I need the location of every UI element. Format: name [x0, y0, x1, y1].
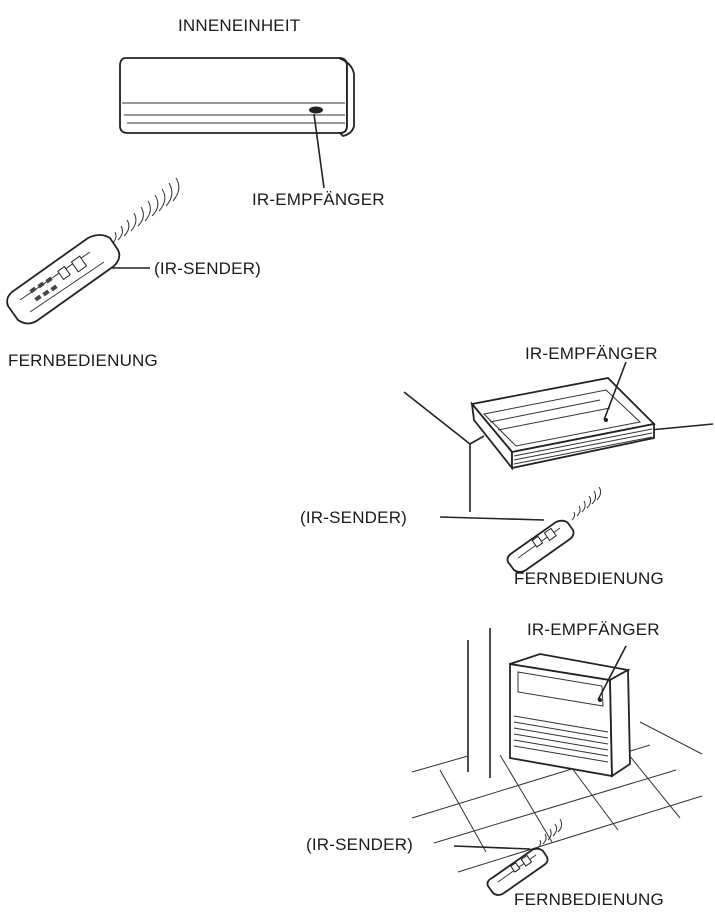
sender-leader-line [453, 845, 531, 850]
remote-control-label: FERNBEDIENUNG [514, 569, 664, 588]
ir-sender-label: (IR-SENDER) [306, 835, 414, 854]
remote-control [506, 519, 575, 573]
floor-standing-unit [509, 653, 631, 778]
receiver-leader-line [313, 113, 325, 189]
ir-sender-label: (IR-SENDER) [300, 508, 408, 527]
receiver-leader-line [597, 645, 627, 701]
floor-room [411, 628, 703, 873]
receiver-leader-line [603, 361, 627, 421]
ir-receiver-window [309, 106, 323, 114]
ceiling-room-corner [403, 391, 714, 512]
ir-receiver-label: IR-EMPFÄNGER [527, 620, 660, 639]
ir-signal-waves [571, 486, 602, 521]
wall-mounted-indoor-unit [119, 57, 355, 137]
ceiling-suspended-unit [470, 377, 656, 471]
ir-signal-waves [111, 177, 180, 245]
remote-control [6, 234, 121, 325]
indoor-unit-label: INNENEINHEIT [178, 16, 301, 35]
ir-sender-label: (IR-SENDER) [154, 259, 262, 278]
remote-control-label: FERNBEDIENUNG [514, 890, 664, 909]
sender-leader-line [439, 516, 545, 521]
remote-control-label: FERNBEDIENUNG [8, 351, 158, 370]
ir-receiver-label: IR-EMPFÄNGER [525, 344, 658, 363]
ir-receiver-label: IR-EMPFÄNGER [252, 190, 385, 209]
remote-control [486, 847, 549, 896]
ir-signal-waves [537, 818, 563, 849]
